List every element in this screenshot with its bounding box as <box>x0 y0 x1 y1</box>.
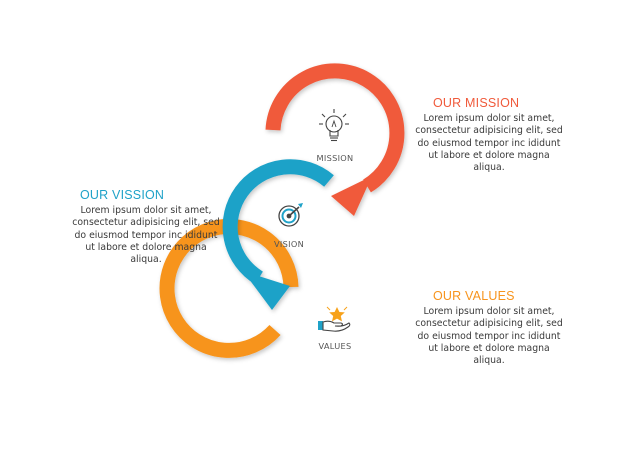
lightbulb-icon <box>319 109 349 142</box>
mission-title: OUR MISSION <box>433 96 520 110</box>
hand-star-icon <box>318 306 351 332</box>
vision-text-block: OUR VISSION Lorem ipsum dolor sit amet, … <box>71 188 221 266</box>
values-ring <box>159 218 299 358</box>
mission-body: Lorem ipsum dolor sit amet, consectetur … <box>415 113 563 174</box>
mission-text-block: OUR MISSION Lorem ipsum dolor sit amet, … <box>414 96 564 174</box>
vision-title: OUR VISSION <box>80 188 165 202</box>
values-text-block: OUR VALUES Lorem ipsum dolor sit amet, c… <box>414 289 564 367</box>
vision-node-label: VISION <box>274 239 304 249</box>
target-icon <box>278 203 303 227</box>
values-body: Lorem ipsum dolor sit amet, consectetur … <box>415 306 563 367</box>
vision-ring <box>222 159 334 310</box>
mission-ring <box>265 63 405 216</box>
values-node-label: VALUES <box>318 341 352 351</box>
vision-body: Lorem ipsum dolor sit amet, consectetur … <box>72 205 220 266</box>
values-title: OUR VALUES <box>433 289 515 303</box>
mission-node-label: MISSION <box>316 153 354 163</box>
